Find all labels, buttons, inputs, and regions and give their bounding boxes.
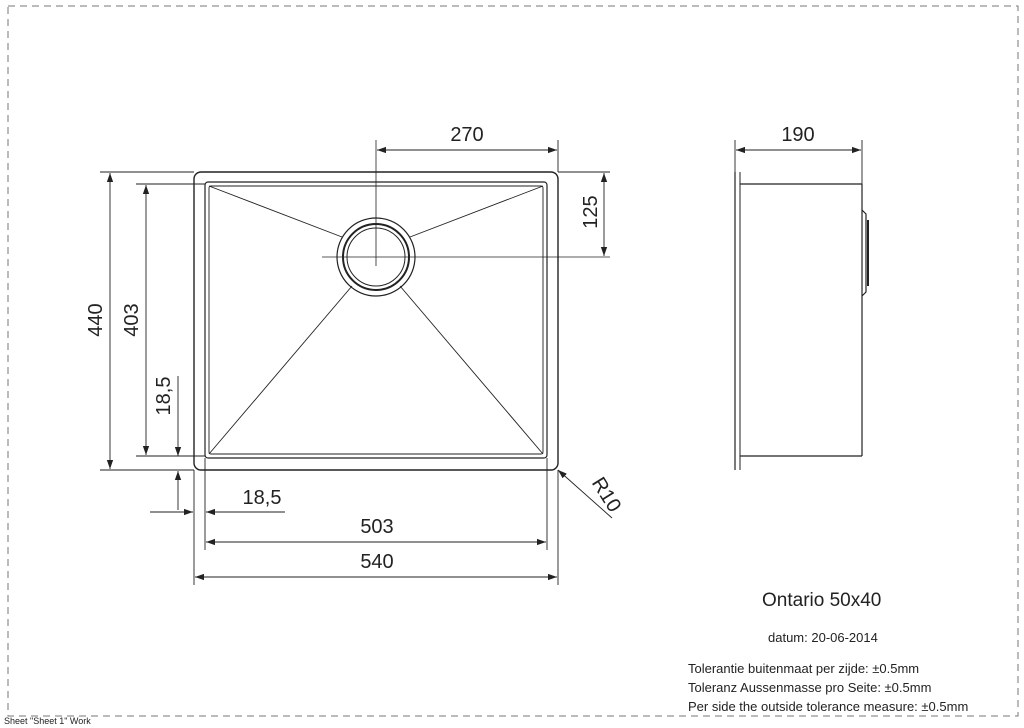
tolerance-text-en: Per side the outside tolerance measure: … — [688, 699, 968, 714]
drawing-date: datum: 20-06-2014 — [768, 630, 878, 645]
slope-line — [208, 185, 343, 238]
tolerance-text-nl: Tolerantie buitenmaat per zijde: ±0.5mm — [688, 661, 919, 676]
dim-text-270: 270 — [450, 124, 483, 146]
dim-text-190: 190 — [781, 124, 814, 146]
drain-side-profile — [861, 209, 867, 297]
sink-top-view — [193, 140, 610, 471]
dim-text-403: 403 — [121, 303, 143, 336]
product-title: Ontario 50x40 — [762, 590, 881, 611]
dim-text-18-5-horizontal: 18,5 — [243, 487, 282, 509]
dim-text-radius: R10 — [587, 473, 625, 516]
dim-text-125: 125 — [580, 195, 602, 228]
tolerance-text-de: Toleranz Aussenmasse pro Seite: ±0.5mm — [688, 680, 931, 695]
dim-text-540: 540 — [360, 551, 393, 573]
dimension-lines — [100, 140, 863, 585]
radius-leader — [557, 469, 613, 519]
slope-line — [409, 185, 544, 238]
dim-text-503: 503 — [360, 516, 393, 538]
slope-line — [399, 285, 544, 455]
sheet-label: Sheet "Sheet 1" Work — [4, 716, 91, 726]
dim-text-18-5-vertical: 18,5 — [153, 377, 175, 416]
sink-side-view — [734, 172, 869, 470]
slope-line — [208, 285, 353, 455]
sheet-border — [7, 5, 1019, 717]
dim-text-440: 440 — [85, 303, 107, 336]
